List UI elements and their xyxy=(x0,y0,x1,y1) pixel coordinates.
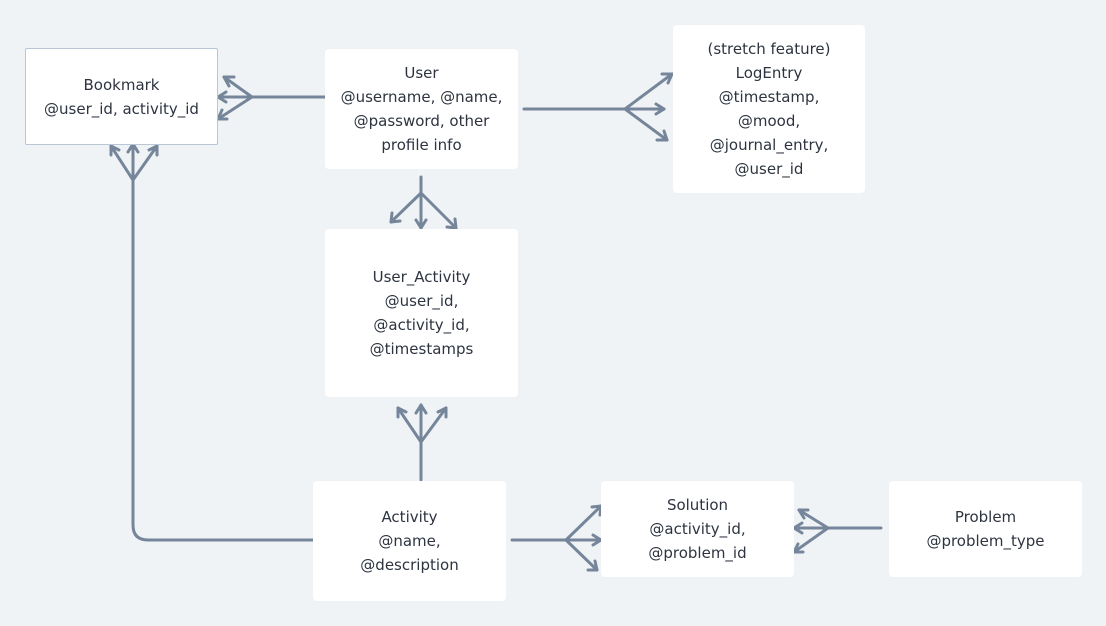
entity-field: @password, other xyxy=(353,112,490,130)
entity-title: Problem xyxy=(954,508,1017,526)
entity-field: @user_id, activity_id xyxy=(44,99,199,118)
entity-logentry[interactable]: (stretch feature) LogEntry @timestamp, @… xyxy=(673,25,865,193)
entity-solution[interactable]: Solution @activity_id, @problem_id xyxy=(601,481,794,577)
entity-title: Solution xyxy=(666,496,729,514)
entity-field: @journal_entry, xyxy=(709,136,829,154)
entity-field: @activity_id, xyxy=(649,520,746,538)
entity-title: Activity xyxy=(381,508,438,526)
entity-note: (stretch feature) xyxy=(707,40,831,58)
entity-field: profile info xyxy=(381,136,462,154)
entity-field: @user_id, xyxy=(384,292,459,310)
edge-user-logentry[interactable] xyxy=(522,72,674,142)
edge-activity-bookmark[interactable] xyxy=(109,142,315,542)
entity-bookmark[interactable]: Bookmark @user_id, activity_id xyxy=(25,48,218,145)
entity-field: @description xyxy=(360,556,459,574)
edge-problem-solution[interactable] xyxy=(792,508,883,554)
entity-field: @username, @name, xyxy=(340,88,503,106)
edge-user-bookmark[interactable] xyxy=(216,75,327,121)
entity-field: @problem_type xyxy=(926,532,1045,550)
entity-field: @mood, xyxy=(737,112,801,130)
edge-activity-solution[interactable] xyxy=(510,504,603,572)
entity-title: LogEntry xyxy=(735,64,803,82)
entity-user-activity[interactable]: User_Activity @user_id, @activity_id, @t… xyxy=(325,229,518,397)
entity-activity[interactable]: Activity @name, @description xyxy=(313,481,506,601)
edge-activity-useractivity[interactable] xyxy=(396,403,448,482)
entity-field: @user_id xyxy=(734,160,804,178)
entity-field: @timestamp, xyxy=(718,88,820,106)
edge-user-useractivity[interactable] xyxy=(389,175,458,230)
entity-title: User xyxy=(404,64,439,82)
entity-title: Bookmark xyxy=(83,75,160,94)
entity-field: @timestamps xyxy=(369,340,474,358)
entity-user[interactable]: User @username, @name, @password, other … xyxy=(325,49,518,169)
entity-problem[interactable]: Problem @problem_type xyxy=(889,481,1082,577)
entity-field: @problem_id xyxy=(648,544,747,562)
entity-field: @name, xyxy=(378,532,441,550)
entity-field: @activity_id, xyxy=(373,316,470,334)
entity-title: User_Activity xyxy=(372,268,471,286)
